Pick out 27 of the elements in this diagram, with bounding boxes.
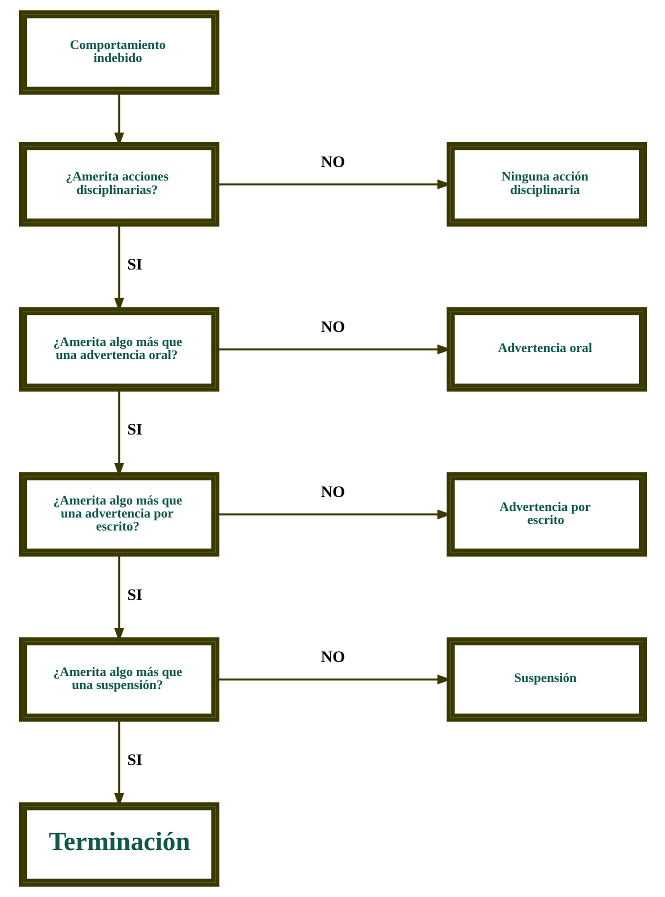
arrow (216, 344, 451, 354)
edge-label: SI (126, 422, 142, 439)
node-box: Advertencia por escrito (446, 472, 646, 557)
edge-label: NO (320, 484, 345, 502)
arrow (114, 224, 124, 312)
node-box: ¿Amerita algo más que una advertencia por escrito? (18, 472, 219, 557)
arrow (114, 92, 124, 147)
arrow (114, 554, 124, 642)
edge-label: SI (126, 586, 142, 604)
arrow (216, 179, 451, 190)
edge-label: SI (126, 752, 142, 769)
arrow (114, 390, 124, 478)
node-box: Ninguna acción disciplinaria (446, 142, 646, 227)
node-box: ¿Amerita algo más que una advertencia oral? (18, 307, 219, 392)
node-box: Terminación (18, 802, 219, 887)
node-box: Advertencia oral (446, 307, 646, 392)
node-box: Suspensión (446, 637, 646, 722)
edge-label: NO (320, 154, 345, 172)
node-box: ¿Amerita acciones disciplinarias? (18, 142, 219, 227)
edge-label: NO (320, 649, 345, 666)
edge-label: SI (126, 256, 142, 274)
arrow (216, 509, 451, 520)
arrow (216, 674, 451, 684)
arrow (114, 720, 124, 808)
edge-label: NO (320, 319, 345, 336)
node-box: Comportamiento indebido (18, 10, 219, 95)
node-box: ¿Amerita algo más que una suspensión? (18, 637, 219, 722)
